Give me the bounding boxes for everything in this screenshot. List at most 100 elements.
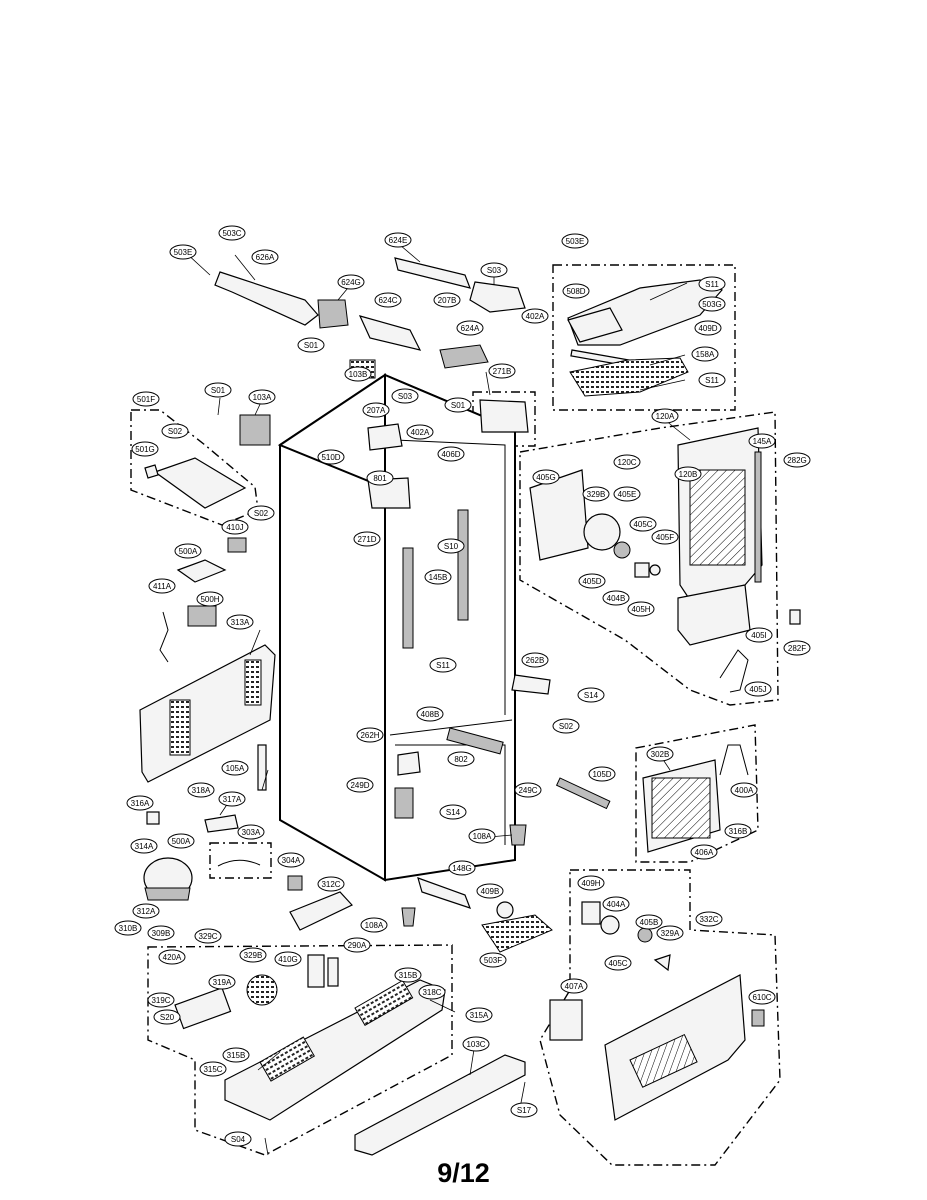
callout-text: 624G [341,278,361,287]
block-410J [227,537,247,553]
callout-oval [613,486,641,502]
callout-oval [629,516,657,532]
callout-text: S14 [584,691,599,700]
callout-text: 148G [452,864,472,873]
callout-text: S02 [168,427,183,436]
callout-text: 105A [226,764,245,773]
callout-text: 304A [282,856,301,865]
fan-shroud-407A [549,999,583,1041]
callout-label: 405I [745,627,773,643]
rear-cover-vents [629,1033,698,1088]
clip-501G [144,464,159,479]
callout-oval [114,920,142,936]
callout-text: 319C [151,996,170,1005]
callout-oval [132,903,160,919]
callout-text: 405D [582,577,601,586]
callout-label: 103B [344,366,372,382]
callout-oval [744,681,772,697]
callout-oval [602,590,630,606]
callout-oval [646,746,674,762]
callout-text: 409H [581,879,600,888]
callout-oval [651,529,679,545]
callout-text: 249C [518,786,537,795]
callout-label: S04 [224,1131,252,1147]
callout-label: 249C [514,782,542,798]
bulb-409B [496,901,514,919]
callout-oval [391,388,419,404]
callout-text: 316B [729,827,748,836]
callout-text: 120C [617,458,636,467]
callout-label: 405C [629,516,657,532]
inner-liner-bottom [395,744,506,845]
lower-duct-120B [677,584,751,646]
callout-text: 317A [223,795,242,804]
callout-text: 408B [421,710,440,719]
callout-text: 302B [651,750,670,759]
callout-oval [448,860,476,876]
callout-label: 406A [690,844,718,860]
fan-404A [600,915,620,935]
callout-oval [247,505,275,521]
callout-label: 503E [169,244,197,260]
callout-oval [237,824,265,840]
callout-oval [384,232,412,248]
callout-label: S01 [297,337,325,353]
callout-label: 624E [384,232,412,248]
callout-label: 405F [651,529,679,545]
ice-maker-parts [214,257,526,379]
callout-label: 105D [588,766,616,782]
callout-label: 404A [602,896,630,912]
callout-oval [582,486,610,502]
callout-text: 282F [788,644,806,653]
callout-text: 409B [481,887,500,896]
callout-text: 103B [349,370,368,379]
thermistor-400A [719,744,749,776]
callout-label: 319C [147,992,175,1008]
callout-label: 405H [627,601,655,617]
callout-label: 503E [561,233,589,249]
callout-oval [169,244,197,260]
callout-label: 262B [521,652,549,668]
callout-text: 329B [587,490,606,499]
callout-text: 501F [137,395,155,404]
callout-text: 262B [526,656,545,665]
callout-label: S14 [577,687,605,703]
callout-oval [174,543,202,559]
callout-oval [532,469,560,485]
callout-text: 405C [608,959,627,968]
callout-label: 402A [406,424,434,440]
callout-oval [147,992,175,1008]
callout-label: 500A [167,833,195,849]
callout-text: 405H [631,605,650,614]
callout-label: 312C [317,876,345,892]
callout-label: 262H [356,727,384,743]
compressor-base [144,887,191,901]
callout-text: 405C [633,520,652,529]
callout-oval [577,875,605,891]
evap-coil-outline [635,724,759,863]
callout-label: 626A [251,249,279,265]
callout-text: 315B [399,971,418,980]
callout-label: 315C [199,1061,227,1077]
callout-text: 420A [163,953,182,962]
filter-105A [257,744,267,791]
duct-plate [567,307,623,343]
callout-label: 329B [582,486,610,502]
machine-room-parts [143,744,416,1030]
callout-oval [698,296,726,312]
callout-oval [674,466,702,482]
callout-text: 624E [389,236,408,245]
callout-label: S02 [552,718,580,734]
callout-oval [429,657,457,673]
callout-label: 503F [479,952,507,968]
back-panel-louvers-1 [169,699,191,756]
cover-bracket [469,281,526,313]
callout-oval [221,760,249,776]
callout-text: 500A [172,837,191,846]
callout-label: 501G [131,441,159,457]
callout-oval [130,838,158,854]
callout-text: 303A [242,828,261,837]
rail-145B-left [402,547,414,649]
duct-grille [569,357,689,397]
